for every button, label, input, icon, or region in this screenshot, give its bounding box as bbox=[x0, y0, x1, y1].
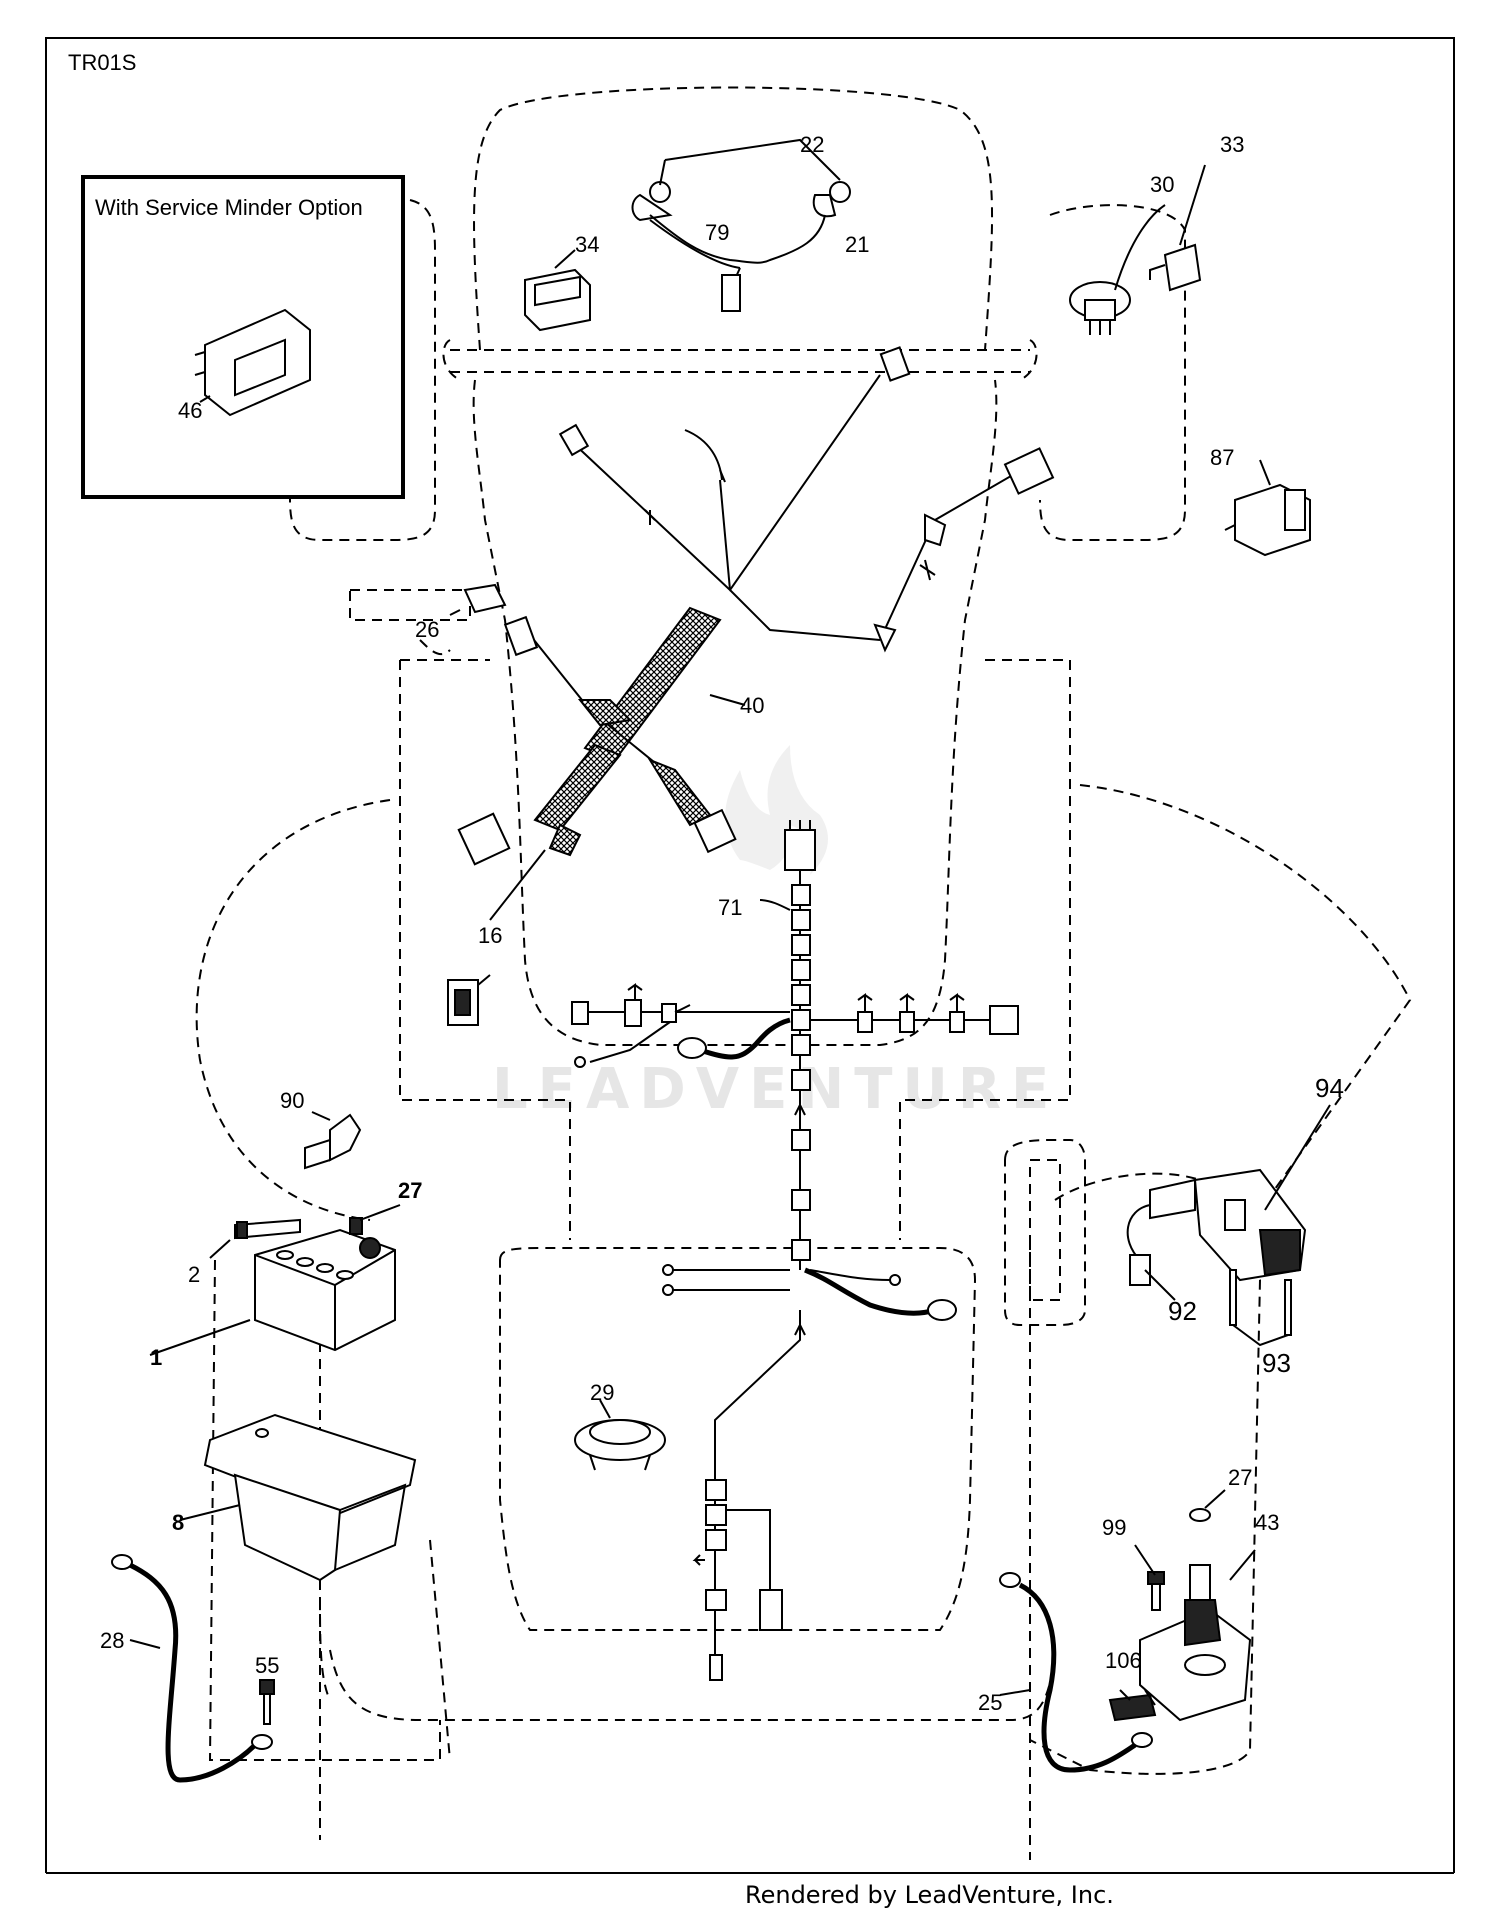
callout-46: 46 bbox=[178, 398, 202, 423]
callout-92: 92 bbox=[1168, 1296, 1197, 1326]
footer-credit: Rendered by LeadVenture, Inc. bbox=[745, 1881, 1114, 1909]
key-33 bbox=[1149, 164, 1206, 292]
callout-16: 16 bbox=[478, 923, 502, 948]
watermark-text: LEADVENTURE bbox=[492, 1057, 1059, 1122]
callout-2: 2 bbox=[188, 1262, 200, 1287]
callout-27-solenoid: 27 bbox=[1228, 1465, 1252, 1490]
clip-106 bbox=[1108, 1689, 1157, 1722]
callout-30: 30 bbox=[1150, 172, 1174, 197]
main-harness-40 bbox=[457, 346, 1055, 921]
bolt-55 bbox=[259, 1679, 275, 1725]
battery-1 bbox=[149, 1228, 396, 1356]
callout-29: 29 bbox=[590, 1380, 614, 1405]
callout-28: 28 bbox=[100, 1628, 124, 1653]
callout-79: 79 bbox=[705, 220, 729, 245]
callout-94: 94 bbox=[1315, 1073, 1344, 1103]
callout-26: 26 bbox=[415, 617, 439, 642]
callout-27-battery: 27 bbox=[398, 1178, 422, 1203]
callout-25: 25 bbox=[978, 1690, 1002, 1715]
callout-21: 21 bbox=[845, 232, 869, 257]
frame-label: TR01S bbox=[68, 50, 136, 75]
ignition-switch-30 bbox=[1069, 204, 1166, 335]
callout-93: 93 bbox=[1262, 1348, 1291, 1378]
callout-90: 90 bbox=[280, 1088, 304, 1113]
battery-cable-28 bbox=[111, 1554, 273, 1783]
grommet-29 bbox=[574, 1399, 666, 1471]
callout-1: 1 bbox=[150, 1345, 162, 1370]
diagram-frame bbox=[45, 37, 1455, 1873]
callout-34: 34 bbox=[575, 232, 599, 257]
service-minder-inset: With Service Minder Option bbox=[81, 175, 405, 499]
callout-55: 55 bbox=[255, 1653, 279, 1678]
relay-16 bbox=[447, 974, 491, 1026]
switch-34 bbox=[524, 249, 591, 332]
pto-switch-87 bbox=[1224, 459, 1311, 557]
harness-71 bbox=[571, 820, 1019, 1681]
callout-87: 87 bbox=[1210, 445, 1234, 470]
watermark: LEADVENTURE bbox=[492, 745, 1059, 1122]
callout-33: 33 bbox=[1220, 132, 1244, 157]
callout-22: 22 bbox=[800, 132, 824, 157]
callout-99: 99 bbox=[1102, 1515, 1126, 1540]
inset-title: With Service Minder Option bbox=[95, 195, 363, 220]
solenoid-43 bbox=[1134, 1489, 1256, 1722]
battery-bolt bbox=[209, 1204, 401, 1259]
connector-26 bbox=[449, 583, 507, 616]
battery-tray-8 bbox=[179, 1413, 417, 1582]
battery-cable-25 bbox=[999, 1572, 1153, 1773]
callout-43: 43 bbox=[1255, 1510, 1279, 1535]
service-minder-display bbox=[194, 308, 311, 417]
part-90 bbox=[304, 1111, 362, 1170]
callout-71: 71 bbox=[718, 895, 742, 920]
callout-40: 40 bbox=[740, 693, 764, 718]
callout-8: 8 bbox=[172, 1510, 184, 1535]
switch-assembly-94 bbox=[1126, 1104, 1331, 1347]
headlight-harness bbox=[631, 138, 851, 312]
callout-106: 106 bbox=[1105, 1648, 1142, 1673]
